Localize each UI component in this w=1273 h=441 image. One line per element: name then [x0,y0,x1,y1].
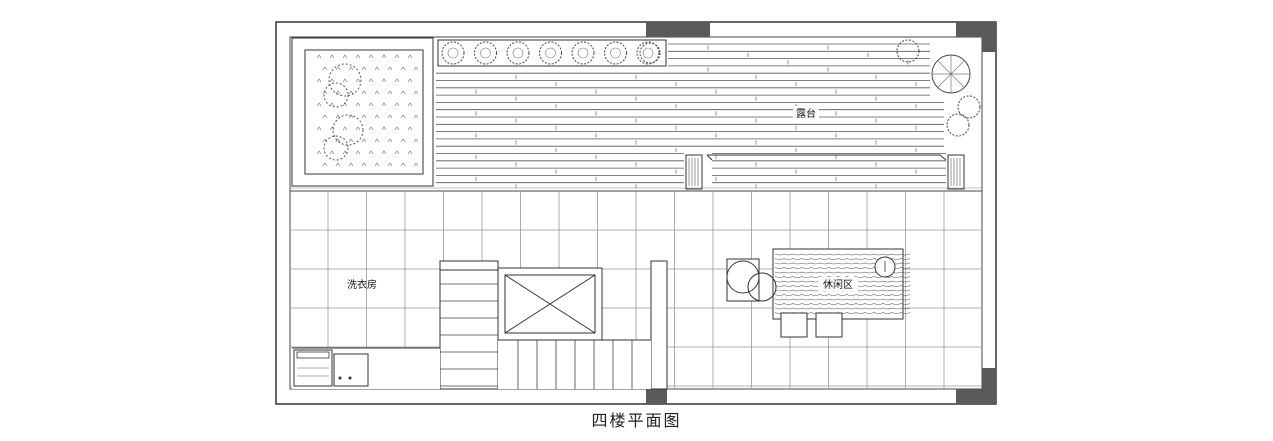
room-label-leisure: 休闲区 [823,278,853,291]
column-right-lower [982,368,996,404]
column-right-upper [982,22,996,52]
room-label-terrace: 露台 [796,107,816,120]
corner-plants [896,39,981,137]
leisure-table [726,248,911,338]
laundry-fixtures [292,347,440,389]
column-top-mid [646,22,710,37]
planter-box [291,37,434,187]
outer-wall [275,21,997,405]
stairwell [439,260,668,390]
room-label-laundry: 洗衣房 [347,278,377,291]
shrub-row [441,41,661,65]
shrub-bed [437,39,667,67]
terrace-decking [436,43,946,189]
drawing-title: 四楼平面图 [591,411,682,430]
column-bottom-mid [646,389,667,404]
terrace-steps [685,154,965,190]
